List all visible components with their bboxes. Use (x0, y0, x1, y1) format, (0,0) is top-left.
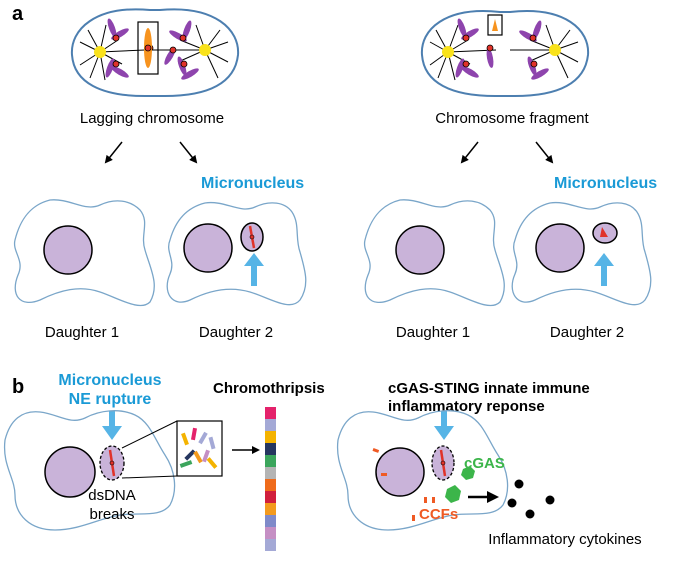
lagging-chromosome-box (137, 21, 159, 75)
chromothripsis-label: Chromothripsis (213, 380, 325, 397)
nucleus (44, 446, 96, 498)
cell-cgas-sting (336, 410, 509, 531)
panel-label-b: b (12, 376, 24, 398)
centrosome-icon (442, 46, 454, 58)
cytokine-dots (507, 479, 555, 519)
ccfs-label: CCFs (419, 506, 458, 523)
chromosome-segment (265, 443, 276, 455)
chromosome-segment (265, 479, 276, 491)
cgas-label: cGAS (464, 455, 505, 472)
chromosome-segment (265, 407, 276, 419)
daughter2-label-right: Daughter 2 (550, 324, 624, 341)
arrow-down-blue-icon (434, 411, 454, 440)
chromosome-fragment-label: Chromosome fragment (435, 110, 589, 127)
daughter-cell-2-right (511, 201, 652, 306)
centrosome-icon (199, 44, 211, 56)
cgas-sting-title-line2: inflammatory reponse (388, 398, 545, 415)
arrow-down-blue-icon (102, 411, 122, 440)
chromosome-segment (265, 515, 276, 527)
dsdna-label-line1: dsDNA (88, 487, 136, 504)
chromosome-segment (265, 503, 276, 515)
dsdna-label-line2: breaks (89, 506, 134, 523)
chromosome-segment (265, 419, 276, 431)
centrosome-icon (94, 46, 106, 58)
shattered-chromosome-inset (176, 420, 223, 477)
centrosome-icon (549, 44, 561, 56)
daughter-cell-2-left (166, 201, 307, 306)
mitotic-cell-lagging (70, 8, 240, 98)
nucleus (535, 223, 585, 273)
chromosome-segment (265, 467, 276, 479)
cgas-sting-title-line1: cGAS-STING innate immune (388, 380, 590, 397)
arrow-down-right-icon (179, 141, 198, 164)
micronucleus-rupture-line1: Micronucleus (58, 372, 161, 389)
chromosome-segment (265, 491, 276, 503)
chromosome-segment (265, 539, 276, 551)
daughter-cell-1-left (13, 199, 155, 307)
cell-nuclear-envelope-rupture (3, 410, 176, 531)
cytokines-label: Inflammatory cytokines (488, 531, 641, 548)
chromosome-segment (265, 527, 276, 539)
micronucleus-rupture-line2: NE rupture (69, 391, 152, 408)
arrow-up-icon (594, 253, 614, 286)
arrow-down-left-icon (104, 141, 123, 164)
cgas-hexagon-icon (445, 485, 461, 503)
chromosome-fragment (492, 19, 498, 31)
arrow-down-right-icon (535, 141, 554, 164)
chromosome-segment (265, 455, 276, 467)
arrow-down-left-icon (460, 141, 479, 164)
lagging-chromosome-label: Lagging chromosome (80, 110, 224, 127)
fragment-box (487, 14, 503, 36)
mitotic-cell-fragment (420, 10, 590, 98)
nucleus (43, 225, 93, 275)
cgas-hexagon-icon (461, 466, 475, 480)
rearranged-chromosome-bar (265, 407, 276, 551)
zoom-line (121, 420, 178, 449)
micronucleus-label-right: Micronucleus (554, 175, 657, 192)
daughter1-label-right: Daughter 1 (396, 324, 470, 341)
arrow-up-icon (244, 253, 264, 286)
nucleus (395, 225, 445, 275)
panel-label-a: a (12, 3, 24, 25)
chromosome-segment (265, 431, 276, 443)
micronucleus-label-left: Micronucleus (201, 175, 304, 192)
daughter-cell-1-right (363, 199, 505, 307)
nucleus (183, 223, 233, 273)
zoom-line (121, 475, 178, 479)
daughter2-label-left: Daughter 2 (199, 324, 273, 341)
nucleus (375, 447, 425, 497)
daughter1-label-left: Daughter 1 (45, 324, 119, 341)
